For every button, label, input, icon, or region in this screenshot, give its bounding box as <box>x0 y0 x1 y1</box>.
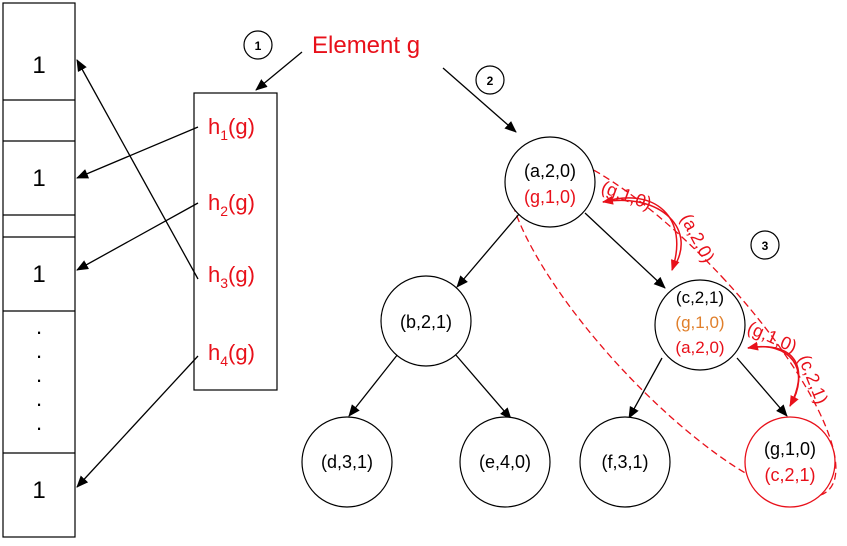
svg-text:.: . <box>36 362 42 387</box>
hash-function-box: h1(g) h2(g) h3(g) h4(g) <box>193 92 278 391</box>
bit-cell-2: 1 <box>32 165 45 192</box>
arrow-element-to-tree <box>442 67 517 133</box>
arrow-h3-to-bit <box>76 59 199 280</box>
node-root-swapped: (g,1,0) <box>524 187 576 207</box>
svg-text:1: 1 <box>255 39 262 53</box>
node-d: (d,3,1) <box>301 416 393 508</box>
step-1-marker: 1 <box>243 30 273 60</box>
svg-text:(f,3,1): (f,3,1) <box>601 452 648 472</box>
hash-function-1: h1(g) <box>208 114 255 143</box>
arrow-h1-to-bit <box>76 126 199 179</box>
svg-text:(c,2,1): (c,2,1) <box>764 465 815 485</box>
svg-text:3: 3 <box>762 239 769 253</box>
ellipsis-dots: . . . . . <box>36 314 42 435</box>
svg-text:(e,4,0): (e,4,0) <box>479 452 531 472</box>
bit-array: 1 1 1 1 . . . . . <box>2 2 76 538</box>
svg-text:2: 2 <box>487 74 494 88</box>
edge-root-b <box>456 212 521 288</box>
svg-text:(b,2,1): (b,2,1) <box>400 312 452 332</box>
edge-c-f <box>628 357 663 419</box>
node-f: (f,3,1) <box>579 416 671 508</box>
node-c: (c,2,1) (g,1,0) (a,2,0) <box>654 279 746 371</box>
svg-text:.: . <box>36 410 42 435</box>
edge-b-d <box>348 353 399 417</box>
step-3-marker: 3 <box>750 230 780 260</box>
swap-arrow-g-to-c <box>747 341 800 407</box>
swap-arrow-c-to-root <box>602 195 682 271</box>
svg-text:(g,1,0): (g,1,0) <box>764 439 816 459</box>
node-g: (g,1,0) (c,2,1) <box>744 416 836 508</box>
node-c-swapped: (a,2,0) <box>675 338 724 357</box>
element-label: Element g <box>312 32 420 59</box>
hash-function-4: h4(g) <box>208 340 255 369</box>
bit-cell-3: 1 <box>32 261 45 288</box>
bit-cell-4: 1 <box>32 477 45 504</box>
arrow-h2-to-bit <box>76 202 199 271</box>
arrow-h4-to-bit <box>76 355 199 488</box>
node-c-transit: (g,1,0) <box>675 313 724 332</box>
node-root-key: (a,2,0) <box>524 161 576 181</box>
hash-function-3: h3(g) <box>208 262 255 291</box>
hash-arrows <box>76 59 199 488</box>
svg-text:(d,3,1): (d,3,1) <box>321 452 373 472</box>
svg-text:.: . <box>36 386 42 411</box>
swap-label-upper-out: (g,1,0) <box>599 177 655 214</box>
swap-arrows <box>602 195 800 407</box>
edge-b-e <box>454 353 512 420</box>
swap-label-lower-in: (c,2,1) <box>794 352 832 407</box>
node-root: (a,2,0) (g,1,0) <box>504 136 596 228</box>
edge-c-g <box>736 357 788 417</box>
swap-label-lower-out: (g,1,0) <box>744 317 800 356</box>
tree-edges <box>348 212 788 420</box>
node-c-key: (c,2,1) <box>676 288 724 307</box>
svg-text:.: . <box>36 338 42 363</box>
hash-function-2: h2(g) <box>208 190 255 219</box>
swap-arrow-root-to-c <box>602 197 680 271</box>
bit-cell-1: 1 <box>32 52 45 79</box>
arrow-element-to-hash <box>255 51 303 91</box>
bit-array-frame <box>2 2 76 538</box>
edge-root-c <box>584 212 666 289</box>
step-2-marker: 2 <box>475 65 505 95</box>
node-b: (b,2,1) <box>380 275 472 367</box>
hash-box-frame <box>193 92 278 391</box>
node-e: (e,4,0) <box>459 416 551 508</box>
svg-text:.: . <box>36 314 42 339</box>
